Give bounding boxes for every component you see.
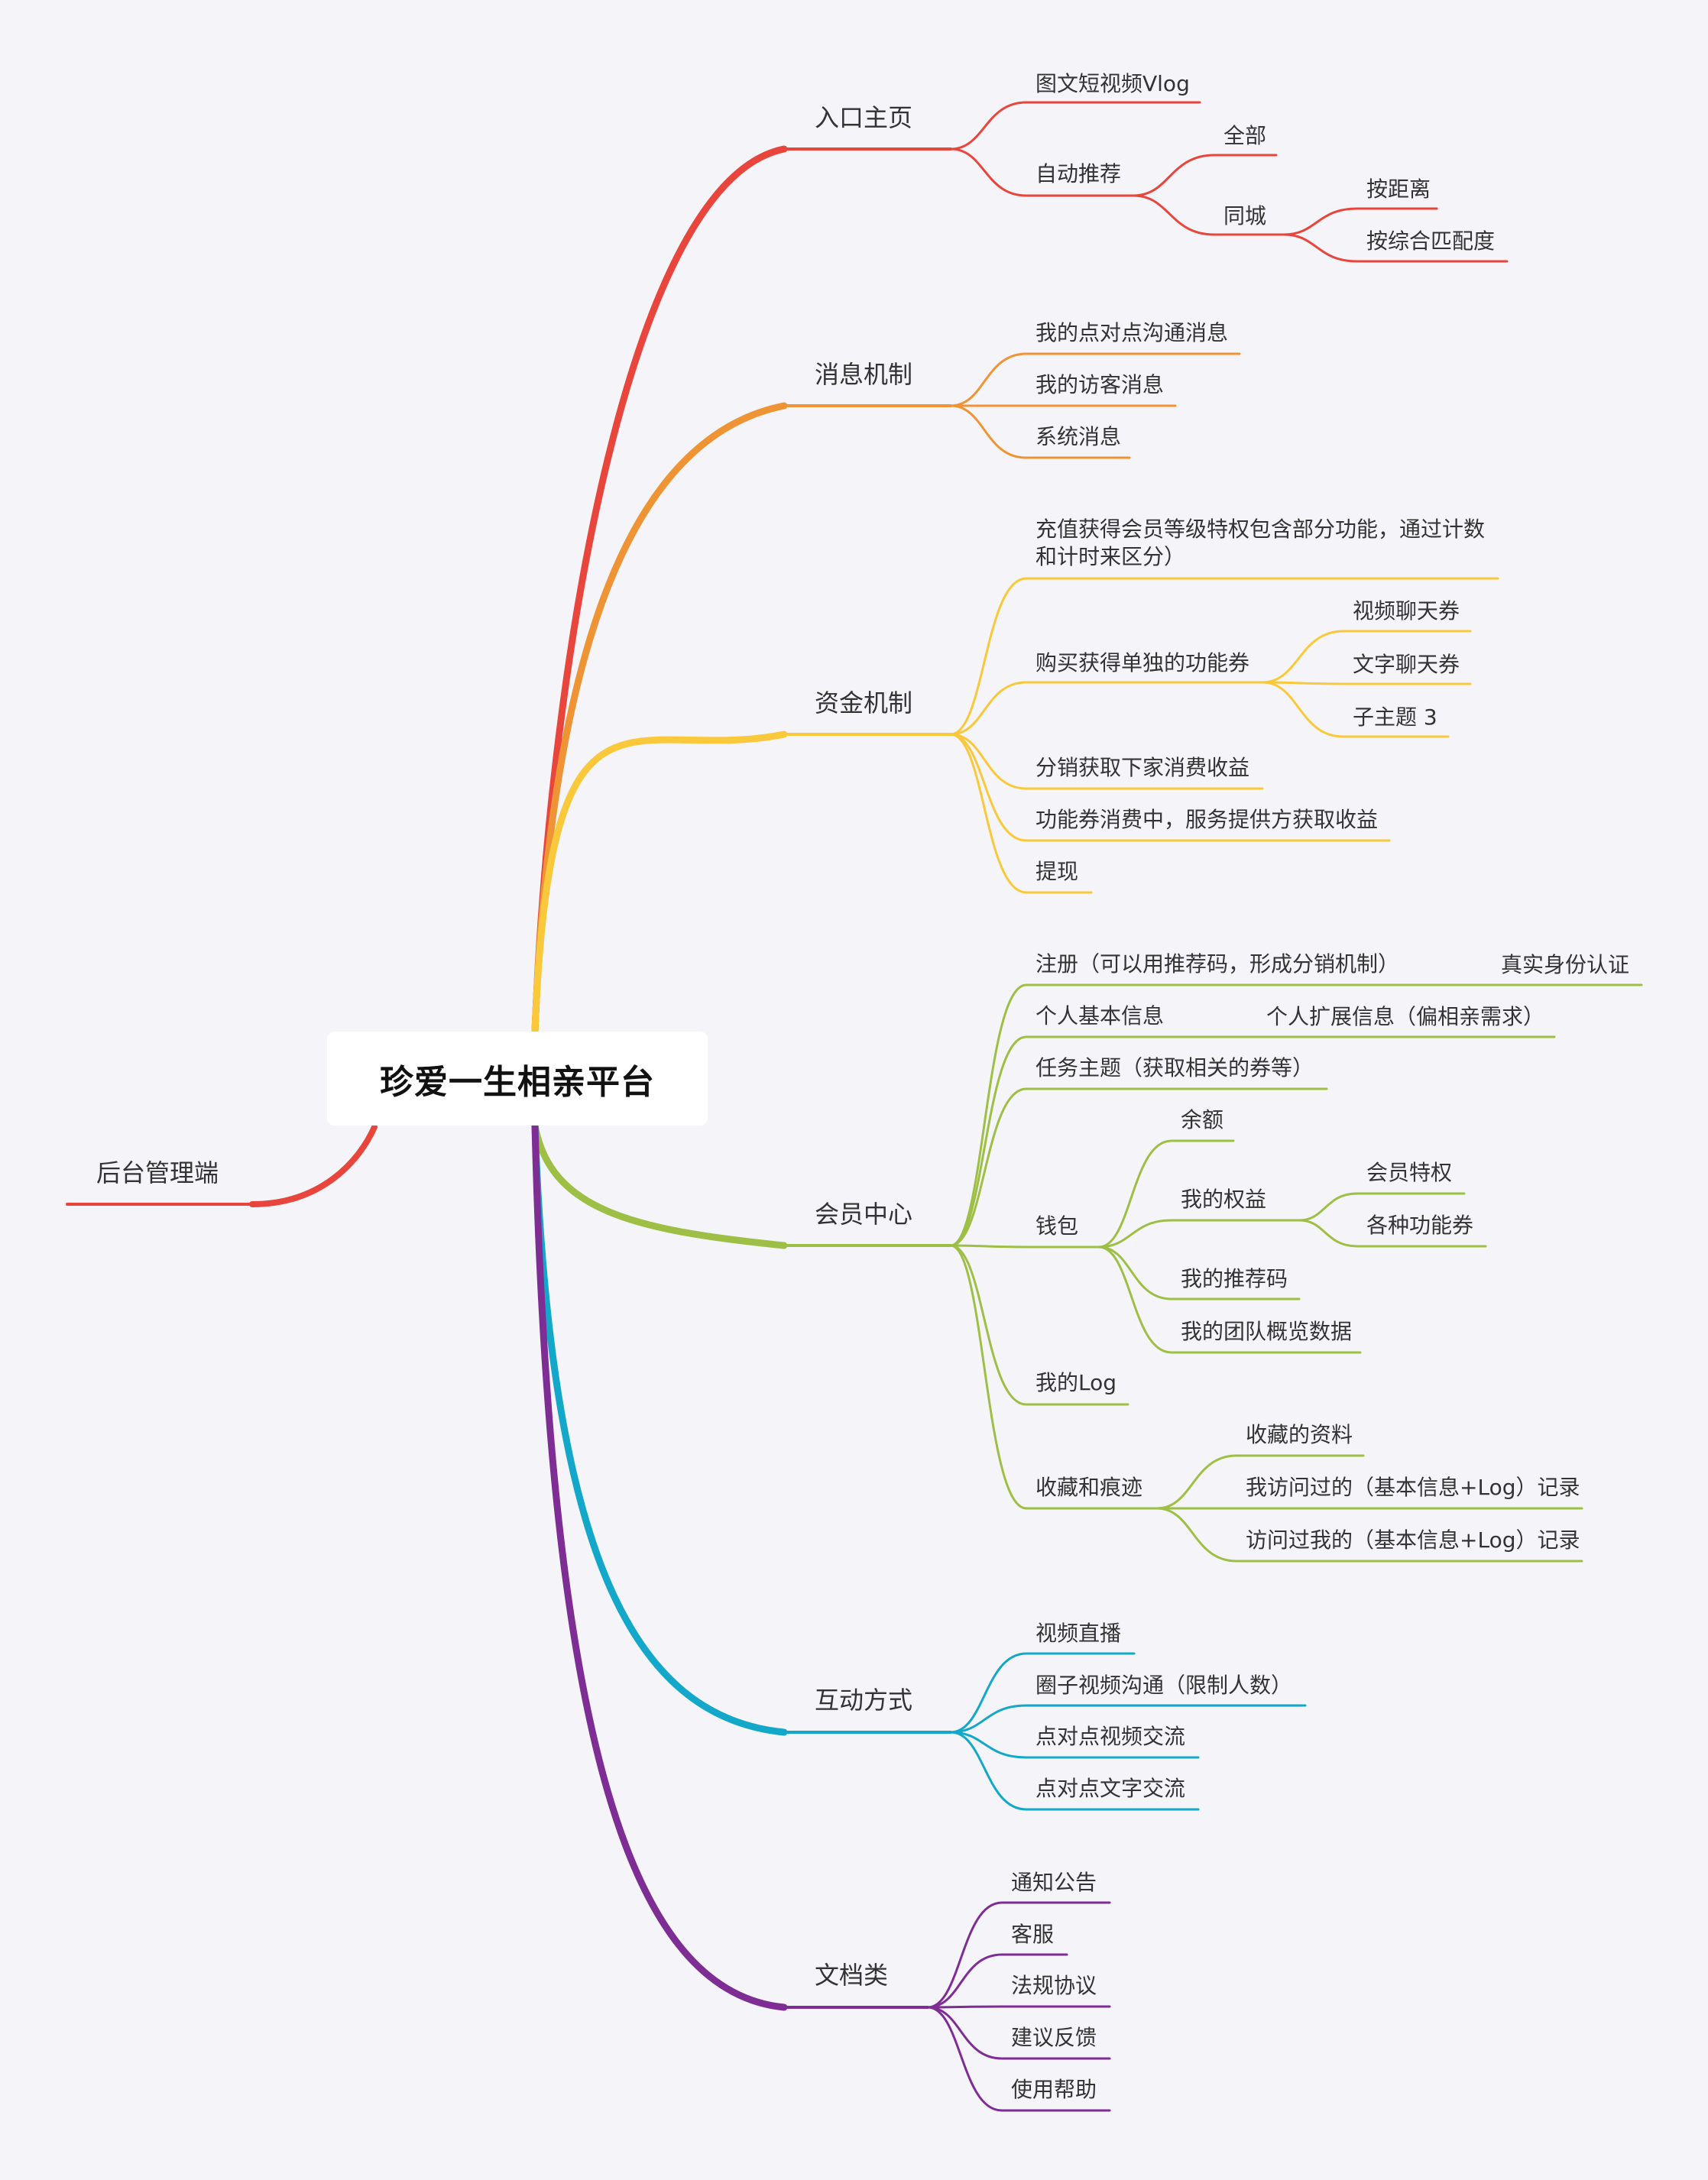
connector-member_register: [949, 983, 1028, 1247]
node-docs-legal[interactable]: 法规协议: [1011, 1973, 1097, 1998]
node-city-distance[interactable]: 按距离: [1366, 177, 1431, 202]
branch-curve-message: [531, 402, 788, 1035]
node-member-log[interactable]: 我的Log: [1035, 1370, 1117, 1395]
node-member-task[interactable]: 任务主题（获取相关的券等）: [1035, 1055, 1314, 1080]
node-fav-visited[interactable]: 我访问过的（基本信息+Log）记录: [1246, 1475, 1580, 1500]
node-msg-p2p[interactable]: 我的点对点沟通消息: [1035, 320, 1229, 345]
node-member-extended[interactable]: 个人扩展信息（偏相亲需求）: [1266, 1004, 1545, 1029]
node-rights-vip[interactable]: 会员特权: [1366, 1160, 1453, 1185]
node-member-fav[interactable]: 收藏和痕迹: [1035, 1475, 1143, 1500]
connector-interact_circle: [949, 1704, 1028, 1734]
node-docs-service[interactable]: 客服: [1011, 1922, 1055, 1947]
branch-curve-interact: [531, 1122, 788, 1736]
connector-fund_recharge: [949, 577, 1028, 736]
connector-docs_notice: [926, 1901, 1003, 2009]
node-interact-live[interactable]: 视频直播: [1035, 1621, 1122, 1646]
connector-wallet_team: [1097, 1245, 1173, 1354]
node-fund[interactable]: 资金机制: [815, 688, 913, 717]
node-member-realname[interactable]: 真实身份认证: [1501, 952, 1630, 977]
connector-interact_p2ptext: [949, 1731, 1028, 1811]
node-docs-notice[interactable]: 通知公告: [1011, 1870, 1097, 1895]
connector-wallet_rights: [1097, 1219, 1173, 1249]
node-docs[interactable]: 文档类: [815, 1961, 889, 1990]
root-node[interactable]: 珍爱一生相亲平台: [327, 1032, 708, 1126]
connector-coupon_sub3: [1261, 681, 1345, 738]
connector-city_distance: [1282, 207, 1359, 236]
connector-member_wallet: [949, 1244, 1028, 1249]
connector-recommend_all: [1132, 154, 1216, 197]
connector-recommend_city: [1132, 194, 1216, 236]
node-msg-visitor[interactable]: 我的访客消息: [1035, 372, 1165, 397]
node-recommend-all[interactable]: 全部: [1223, 123, 1267, 148]
branch-curve-entry: [531, 145, 788, 1035]
connector-interact_live: [949, 1652, 1028, 1734]
node-member-register[interactable]: 注册（可以用推荐码，形成分销机制）: [1035, 951, 1400, 977]
node-recommend-city[interactable]: 同城: [1223, 203, 1267, 228]
node-rights-coupons[interactable]: 各种功能券: [1366, 1213, 1474, 1238]
node-coupon-sub3[interactable]: 子主题 3: [1353, 705, 1437, 730]
connector-city_match: [1282, 233, 1359, 263]
node-fav-visitors[interactable]: 访问过我的（基本信息+Log）记录: [1246, 1527, 1580, 1553]
node-fund-withdraw[interactable]: 提现: [1035, 859, 1079, 884]
node-coupon-text[interactable]: 文字聊天券: [1353, 652, 1460, 677]
connector-wallet_balance: [1097, 1139, 1173, 1249]
node-city-match[interactable]: 按综合匹配度: [1366, 228, 1496, 254]
connector-entry_recommend: [949, 147, 1028, 197]
connector-member_task: [949, 1087, 1028, 1247]
node-entry-vlog[interactable]: 图文短视频Vlog: [1035, 71, 1190, 96]
connector-member_log: [949, 1244, 1028, 1406]
node-wallet-team[interactable]: 我的团队概览数据: [1181, 1319, 1353, 1344]
connector-rights_coupons: [1298, 1219, 1359, 1248]
node-wallet-refcode[interactable]: 我的推荐码: [1181, 1266, 1288, 1291]
branch-curve-backend: [249, 1124, 378, 1207]
connector-member_fav: [949, 1244, 1028, 1510]
root-title: 珍爱一生相亲平台: [380, 1062, 655, 1102]
connector-msg_system: [949, 404, 1028, 459]
node-msg-system[interactable]: 系统消息: [1035, 424, 1122, 449]
node-wallet-rights[interactable]: 我的权益: [1181, 1187, 1267, 1212]
node-entry-recommend[interactable]: 自动推荐: [1035, 161, 1122, 186]
node-fund-distribution[interactable]: 分销获取下家消费收益: [1035, 755, 1250, 780]
connector-rights_vip: [1298, 1192, 1359, 1222]
connector-docs_help: [926, 2006, 1003, 2112]
branch-curve-docs: [531, 1122, 788, 2011]
node-docs-help[interactable]: 使用帮助: [1011, 2077, 1097, 2102]
connector-wallet_refcode: [1097, 1245, 1173, 1301]
connector-fav_visitors: [1155, 1507, 1238, 1563]
connector-interact_p2pvideo: [949, 1731, 1028, 1759]
node-message[interactable]: 消息机制: [815, 360, 913, 389]
node-member-wallet[interactable]: 钱包: [1035, 1213, 1079, 1239]
branch-curve-member: [531, 1122, 788, 1249]
node-interact-circle[interactable]: 圈子视频沟通（限制人数）: [1035, 1673, 1293, 1698]
node-wallet-balance[interactable]: 余额: [1181, 1107, 1224, 1132]
node-interact[interactable]: 互动方式: [815, 1686, 913, 1715]
branch-curve-fund: [531, 730, 788, 1035]
node-backend[interactable]: 后台管理端: [96, 1158, 219, 1187]
connector-fund_distribution: [949, 733, 1028, 790]
node-fund-coupon[interactable]: 购买获得单独的功能券: [1035, 650, 1250, 675]
node-entry[interactable]: 入口主页: [815, 103, 913, 132]
node-interact-p2ptext[interactable]: 点对点文字交流: [1035, 1776, 1186, 1801]
node-fav-profiles[interactable]: 收藏的资料: [1246, 1422, 1353, 1447]
node-coupon-video[interactable]: 视频聊天券: [1353, 598, 1460, 624]
connector-docs_feedback: [926, 2006, 1003, 2060]
node-member[interactable]: 会员中心: [815, 1200, 913, 1229]
connector-coupon_video: [1261, 630, 1345, 684]
connector-msg_p2p: [949, 352, 1028, 407]
connector-fund_withdraw: [949, 733, 1028, 894]
node-member-basic[interactable]: 个人基本信息: [1035, 1003, 1165, 1028]
node-interact-p2pvideo[interactable]: 点对点视频交流: [1035, 1724, 1186, 1749]
node-docs-feedback[interactable]: 建议反馈: [1011, 2025, 1097, 2050]
connector-fund_coupon: [949, 681, 1028, 736]
node-fund-provider[interactable]: 功能券消费中，服务提供方获取收益: [1035, 807, 1379, 832]
connector-docs_service: [926, 1953, 1003, 2009]
connector-member_basic: [949, 1035, 1028, 1247]
node-fund-recharge[interactable]: 充值获得会员等级特权包含部分功能，通过计数和计时来区分）: [1035, 517, 1486, 569]
connector-entry_vlog: [949, 101, 1028, 151]
connector-fund_provider: [949, 733, 1028, 842]
connector-fav_profiles: [1155, 1454, 1238, 1510]
connector-coupon_text: [1261, 681, 1345, 685]
